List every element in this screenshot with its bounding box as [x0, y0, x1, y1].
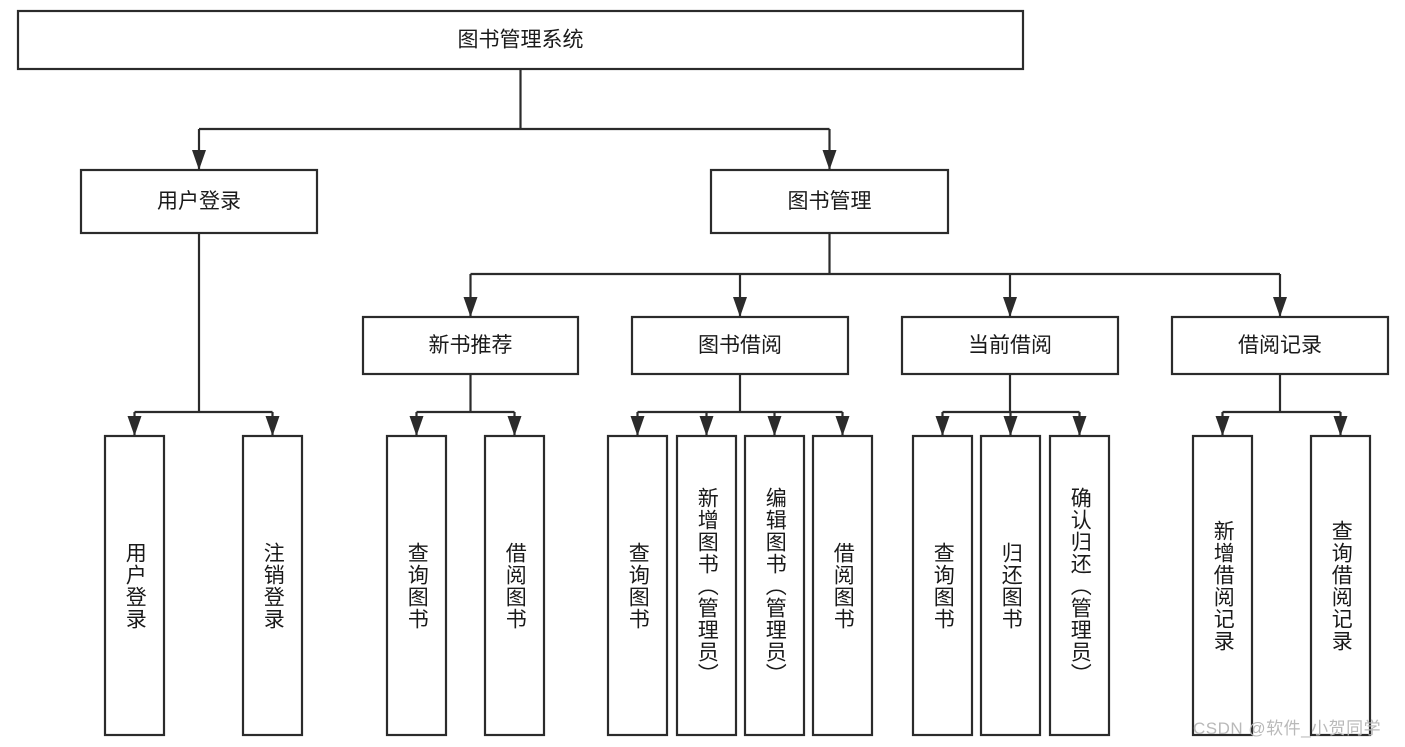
node-box-root[interactable]: [16, 9, 1025, 71]
arrow-head-icon: [265, 416, 280, 436]
node-box-leaf-logout[interactable]: [241, 434, 304, 737]
arrow-head-icon: [463, 297, 478, 317]
arrow-head-icon: [1215, 416, 1230, 436]
arrow-head-icon: [699, 416, 714, 436]
arrow-head-icon: [733, 297, 747, 317]
node-label-user-login: 用户登录: [157, 190, 241, 213]
node-label-book-manage: 图书管理: [788, 190, 872, 213]
node-box-leaf-query-book-cb[interactable]: [911, 434, 974, 737]
node-box-book-borrow[interactable]: [630, 315, 850, 376]
node-box-leaf-query-record[interactable]: [1309, 434, 1372, 737]
arrow-head-icon: [1003, 416, 1018, 436]
node-label-book-borrow: 图书借阅: [698, 334, 782, 357]
csdn-watermark: CSDN @软件_小贺同学: [1193, 719, 1382, 738]
node-box-leaf-add-book[interactable]: [675, 434, 738, 737]
node-box-current-borrow[interactable]: [900, 315, 1120, 376]
arrow-head-icon: [1333, 416, 1348, 436]
node-box-leaf-add-record[interactable]: [1191, 434, 1254, 737]
arrow-head-icon: [822, 150, 837, 170]
arrow-head-icon: [1072, 416, 1087, 436]
node-box-leaf-query-book-bb[interactable]: [606, 434, 669, 737]
arrow-head-icon: [192, 150, 206, 170]
arrow-head-icon: [127, 416, 142, 436]
arrow-head-icon: [835, 416, 850, 436]
node-box-book-manage[interactable]: [709, 168, 950, 235]
node-box-leaf-confirm-return[interactable]: [1048, 434, 1111, 737]
node-box-leaf-borrow-book-bb[interactable]: [811, 434, 874, 737]
arrow-head-icon: [1273, 297, 1287, 317]
node-box-leaf-return-book[interactable]: [979, 434, 1042, 737]
node-label-root: 图书管理系统: [458, 29, 584, 52]
node-label-new-book-rec: 新书推荐: [429, 334, 513, 357]
arrow-head-icon: [935, 416, 950, 436]
arrow-head-icon: [409, 416, 424, 436]
node-box-user-login[interactable]: [79, 168, 319, 235]
node-box-leaf-edit-book[interactable]: [743, 434, 806, 737]
node-box-leaf-borrow-book-rec[interactable]: [483, 434, 546, 737]
node-box-leaf-query-book-rec[interactable]: [385, 434, 448, 737]
node-label-current-borrow: 当前借阅: [968, 334, 1052, 357]
arrow-head-icon: [767, 416, 782, 436]
node-label-borrow-record: 借阅记录: [1238, 334, 1322, 357]
arrow-head-icon: [630, 416, 645, 436]
arrow-head-icon: [507, 416, 522, 436]
node-box-borrow-record[interactable]: [1170, 315, 1390, 376]
arrow-head-icon: [1003, 297, 1017, 317]
connector-lines: [127, 69, 1348, 436]
node-boxes: [16, 9, 1390, 737]
node-box-leaf-user-login[interactable]: [103, 434, 166, 737]
node-box-new-book-rec[interactable]: [361, 315, 580, 376]
